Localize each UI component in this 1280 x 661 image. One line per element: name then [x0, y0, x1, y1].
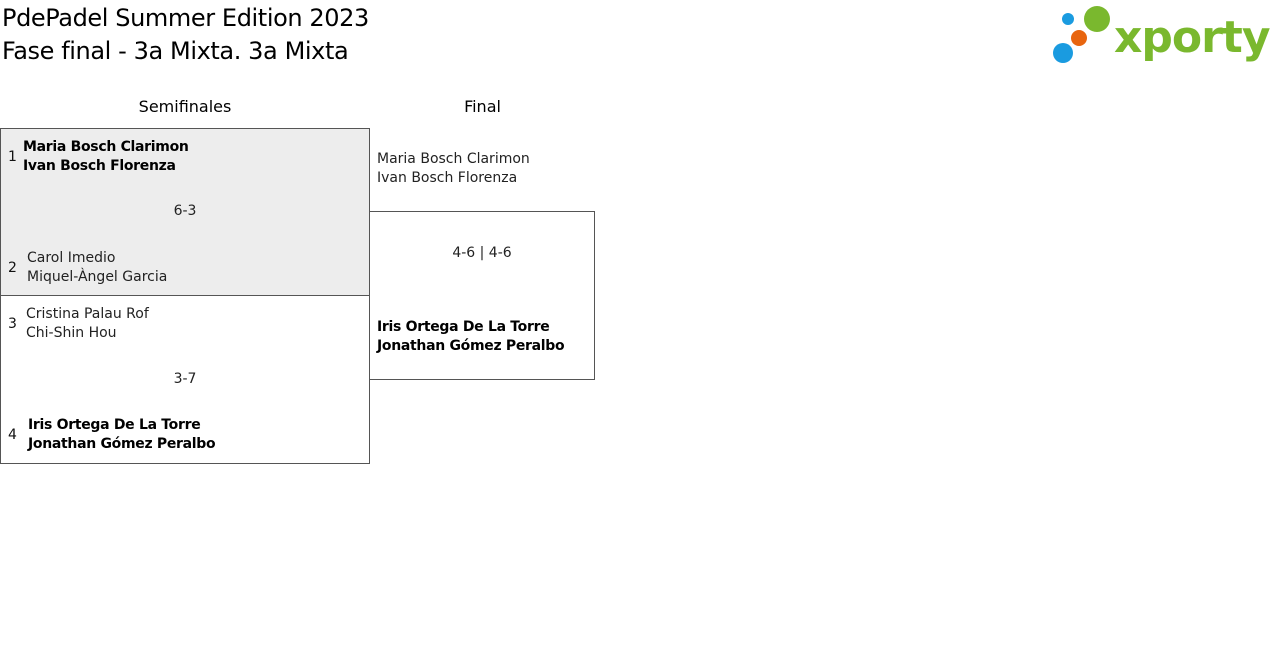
player-name: Miquel-Àngel Garcia: [27, 269, 168, 285]
seed-number: 3: [8, 316, 17, 332]
player-name: Jonathan Gómez Peralbo: [28, 436, 216, 452]
match-score: 6-3: [173, 203, 197, 219]
player-name: Ivan Bosch Florenza: [377, 170, 518, 186]
player-name: Maria Bosch Clarimon: [23, 139, 189, 155]
seed-number: 1: [8, 149, 17, 165]
round-header-final: Final: [464, 97, 501, 116]
xporty-logo[interactable]: xporty: [1050, 4, 1276, 68]
team-entry-winner[interactable]: Iris Ortega De La Torre Jonathan Gómez P…: [28, 416, 216, 454]
player-name: Carol Imedio: [27, 250, 116, 266]
team-entry[interactable]: Carol Imedio Miquel-Àngel Garcia: [27, 249, 167, 287]
logo-wordmark: xporty: [1114, 12, 1270, 63]
page-subtitle: Fase final - 3a Mixta. 3a Mixta: [2, 37, 349, 65]
xporty-logo-mark: xporty: [1053, 6, 1271, 63]
match-score: 4-6 | 4-6: [452, 245, 512, 261]
match-semifinal-2[interactable]: 3 Cristina Palau Rof Chi-Shin Hou 3-7 4 …: [0, 295, 370, 464]
player-name: Cristina Palau Rof: [26, 306, 149, 322]
player-name: Ivan Bosch Florenza: [23, 158, 176, 174]
seed-number: 2: [8, 260, 17, 276]
team-entry[interactable]: Cristina Palau Rof Chi-Shin Hou: [26, 305, 149, 343]
match-semifinal-1[interactable]: 1 Maria Bosch Clarimon Ivan Bosch Floren…: [0, 128, 370, 296]
player-name: Chi-Shin Hou: [26, 325, 117, 341]
team-entry-winner[interactable]: Maria Bosch Clarimon Ivan Bosch Florenza: [23, 138, 189, 176]
seed-number: 4: [8, 427, 17, 443]
page-title: PdePadel Summer Edition 2023: [2, 4, 369, 32]
player-name: Maria Bosch Clarimon: [377, 151, 530, 167]
player-name: Iris Ortega De La Torre: [28, 417, 201, 433]
match-final[interactable]: 4-6 | 4-6 Iris Ortega De La Torre Jonath…: [369, 211, 595, 380]
player-name: Jonathan Gómez Peralbo: [377, 338, 565, 354]
player-name: Iris Ortega De La Torre: [377, 319, 550, 335]
final-team-entry[interactable]: Maria Bosch Clarimon Ivan Bosch Florenza: [377, 150, 530, 188]
match-score: 3-7: [173, 371, 197, 387]
final-team-entry-winner[interactable]: Iris Ortega De La Torre Jonathan Gómez P…: [377, 318, 565, 356]
round-header-semifinales: Semifinales: [138, 97, 232, 116]
